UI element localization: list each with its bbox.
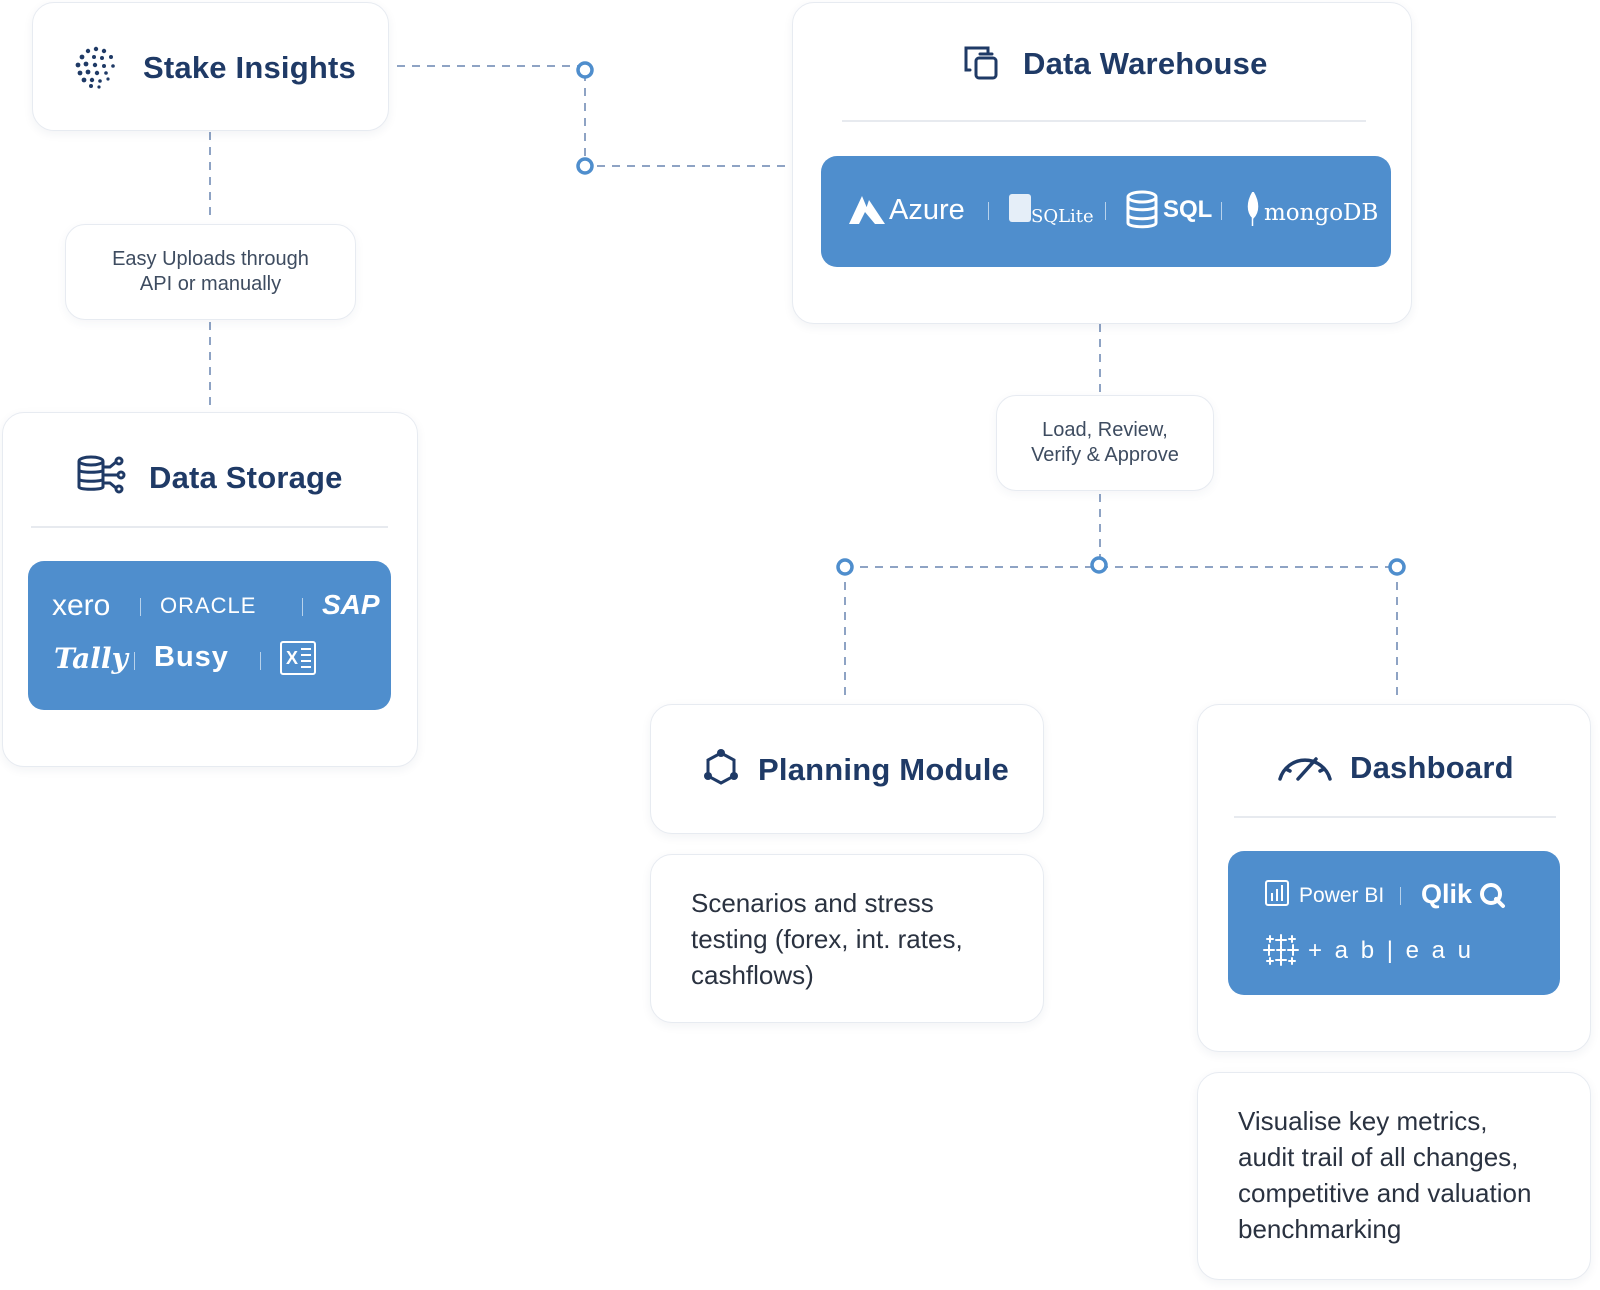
excel-icon: X [280, 641, 316, 675]
planning-module-description: Scenarios and stress testing (forex, int… [691, 888, 963, 990]
warehouse-link-icon [964, 46, 998, 80]
logo-separator [1105, 202, 1106, 220]
data-warehouse-title: Data Warehouse [1023, 46, 1268, 81]
planning-module-title: Planning Module [758, 752, 1009, 787]
load-review-note-line: Verify & Approve [1031, 444, 1179, 466]
azure-logo: Azure [889, 194, 965, 226]
data-warehouse-divider [842, 120, 1366, 122]
sql-database-icon [1126, 190, 1158, 229]
database-network-icon [77, 455, 126, 494]
data-storage-divider [31, 526, 388, 528]
data-warehouse-logo-band: Azure SQLite SQL mongoDB [821, 156, 1391, 267]
logo-separator [988, 202, 989, 220]
uploads-note: Easy Uploads through API or manually [65, 224, 356, 320]
data-storage-title: Data Storage [149, 460, 343, 495]
stake-insights-card [32, 2, 389, 131]
oracle-logo: ORACLE [160, 593, 257, 618]
uploads-note-line: Easy Uploads through [112, 248, 309, 270]
planning-module-description-card: Scenarios and stress testing (forex, int… [650, 854, 1044, 1023]
load-review-note-line: Load, Review, [1042, 419, 1168, 441]
stake-insights-title: Stake Insights [143, 50, 356, 85]
logo-separator [1221, 202, 1222, 220]
logo-separator [260, 652, 261, 670]
uploads-note-line: API or manually [139, 273, 282, 295]
connector-dot [836, 558, 854, 576]
connector-dot [576, 61, 594, 79]
azure-icon [849, 196, 885, 224]
planning-module-card [650, 704, 1044, 834]
logo-separator [302, 598, 303, 616]
globe-dots-icon [75, 46, 115, 89]
tally-logo: Tally [54, 642, 128, 675]
dashboard-description-card: Visualise key metrics, audit trail of al… [1197, 1072, 1591, 1280]
dashboard-description: Visualise key metrics, audit trail of al… [1238, 1106, 1532, 1244]
qlik-logo: Qlik [1421, 879, 1473, 909]
tableau-icon [1263, 934, 1299, 966]
sap-logo: SAP [322, 589, 380, 620]
dashboard-title: Dashboard [1350, 750, 1514, 785]
load-review-note: Load, Review, Verify & Approve [996, 395, 1214, 491]
dashboard-logo-band: Power BI Qlik + a b | e a u [1228, 851, 1560, 995]
speedometer-icon [1278, 757, 1332, 781]
connector-dot [1090, 556, 1108, 574]
power-bi-icon [1265, 880, 1289, 906]
xero-logo: xero [52, 589, 111, 622]
sqlite-logo: SQLite [1031, 206, 1094, 227]
logo-separator [140, 598, 141, 616]
hexagon-network-icon [704, 749, 738, 785]
connector-dot [576, 157, 594, 175]
busy-logo: Busy [154, 641, 229, 673]
connector-stake-to-warehouse [397, 65, 790, 167]
mongodb-leaf-icon [1247, 192, 1259, 226]
power-bi-logo: Power BI [1299, 884, 1385, 907]
connector-dot [1388, 558, 1406, 576]
data-storage-logo-band: xero ORACLE SAP Tally Busy X [28, 561, 391, 710]
logo-separator [1400, 887, 1401, 905]
tableau-logo: + a b | e a u [1308, 937, 1474, 964]
sqlite-icon [1009, 194, 1031, 222]
mongodb-logo: mongoDB [1264, 200, 1379, 226]
dashboard-divider [1234, 816, 1556, 818]
sql-logo: SQL [1163, 196, 1213, 223]
logo-separator [134, 652, 135, 670]
excel-icon-label: X [286, 648, 299, 668]
qlik-q-icon [1480, 883, 1505, 908]
